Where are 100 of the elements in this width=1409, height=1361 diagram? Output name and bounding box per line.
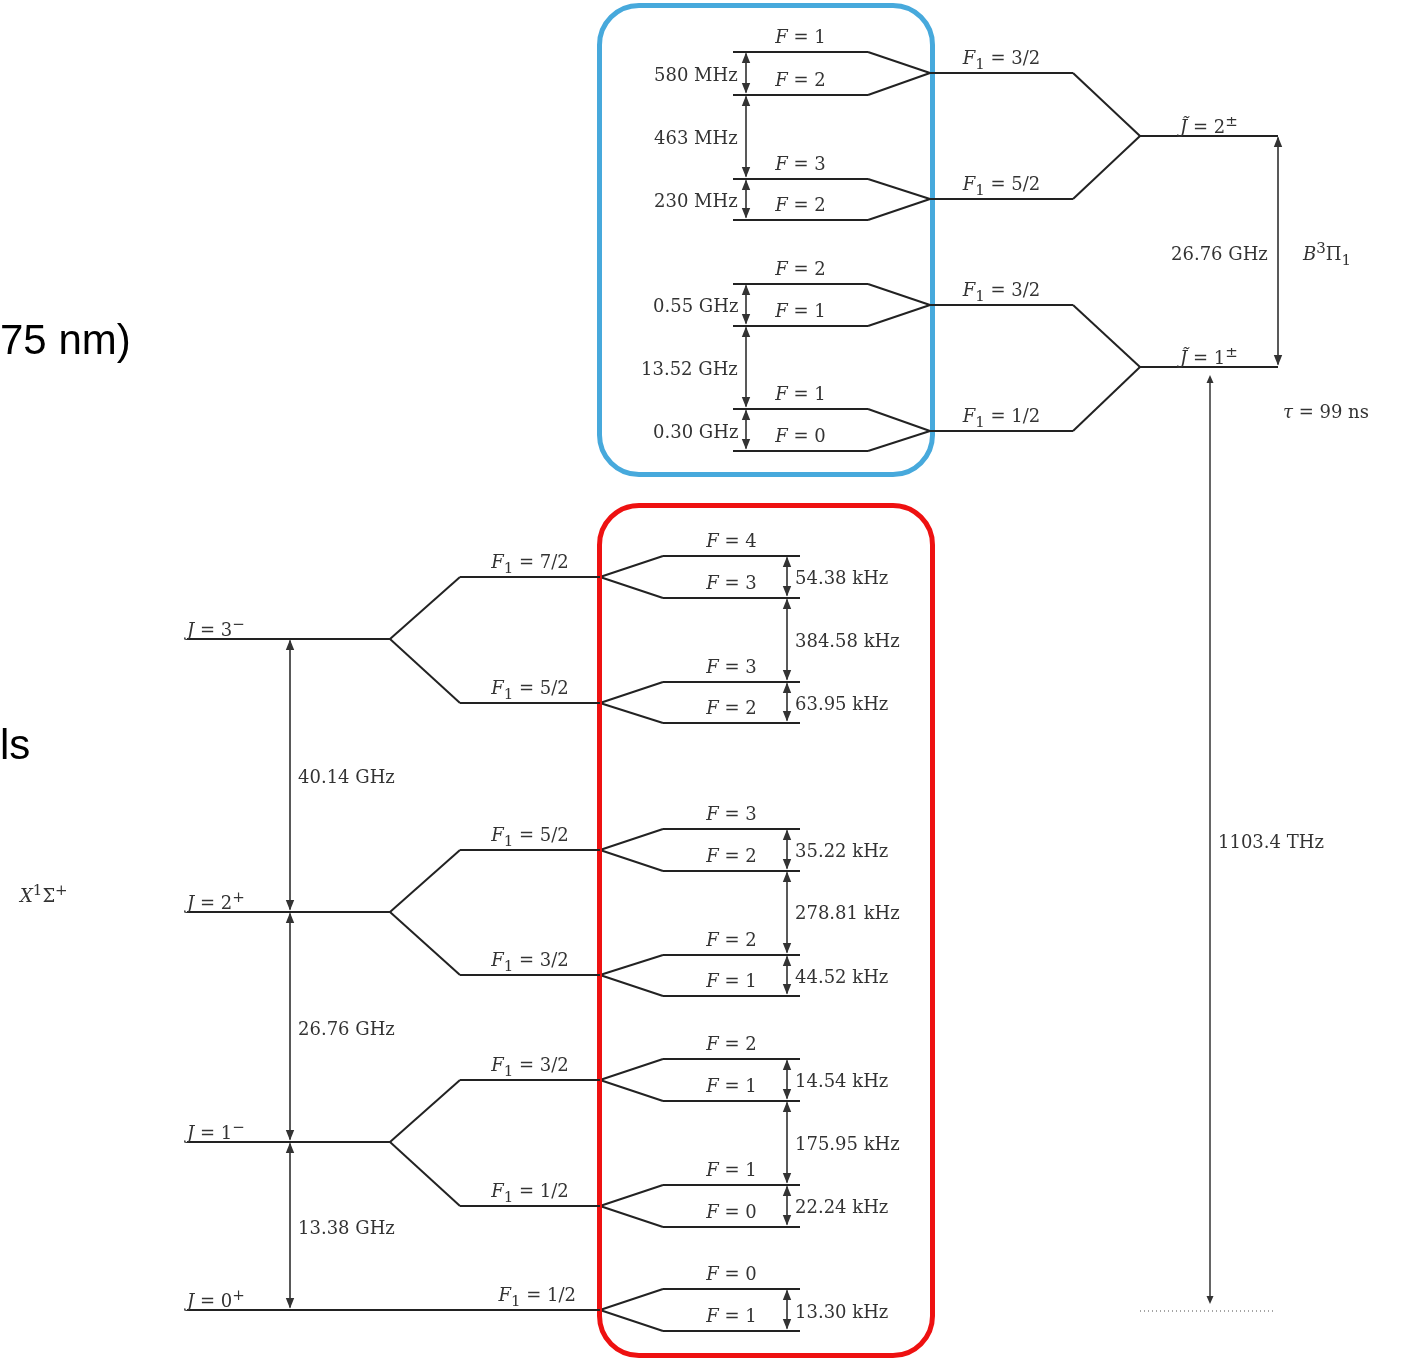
energy-level [930, 174, 1073, 200]
connector-line [389, 911, 461, 976]
connector-line [867, 198, 931, 221]
energy-level [460, 950, 600, 976]
spacing-arrow [782, 1101, 792, 1184]
edge-label: 0.30 GHz [653, 421, 739, 443]
level-label: F$_{1}$ = 1/2 [498, 1285, 576, 1311]
edge-label: 22.24 kHz [795, 1196, 889, 1218]
connector-line [599, 576, 664, 599]
energy-level [663, 804, 800, 830]
connector-line [599, 954, 664, 976]
energy-level [930, 280, 1073, 306]
connector-line [599, 1309, 664, 1332]
edge-label: 175.95 kHz [795, 1133, 900, 1155]
level-label: F = 1 [706, 1160, 757, 1180]
edge-label: 13.52 GHz [641, 358, 738, 380]
level-label: F = 2 [775, 70, 826, 90]
connector-line [599, 974, 664, 997]
level-label: F$_{1}$ = 3/2 [491, 950, 569, 976]
connector-line [1072, 304, 1141, 368]
spacing-arrow [741, 284, 751, 325]
energy-level [733, 154, 868, 180]
edge-label: 463 MHz [654, 127, 738, 149]
energy-level [460, 552, 600, 578]
edge-label: 13.38 GHz [298, 1217, 395, 1239]
connector-line [389, 1141, 461, 1207]
level-label: F = 0 [706, 1264, 757, 1284]
energy-level [460, 678, 600, 704]
level-label: F = 3 [706, 804, 757, 824]
edge-label: 580 MHz [654, 64, 738, 86]
level-label: F = 2 [706, 930, 757, 950]
connector-line [599, 1184, 664, 1207]
connector-line [599, 1288, 664, 1311]
connector-line [1072, 135, 1141, 200]
level-label: F = 2 [706, 1034, 757, 1054]
connector-line [599, 828, 664, 851]
energy-level [460, 1055, 600, 1081]
level-label: F$_{1}$ = 3/2 [491, 1055, 569, 1081]
connector-line [389, 849, 461, 913]
caption-fragment: ls [0, 721, 31, 769]
edge-label: 14.54 kHz [795, 1070, 889, 1092]
level-label: F = 2 [706, 698, 757, 718]
edge-label: 44.52 kHz [795, 966, 889, 988]
level-label: F$_{1}$ = 5/2 [962, 174, 1041, 200]
connector-line [599, 702, 664, 724]
edge-label: 63.95 kHz [795, 693, 889, 715]
edge-label: 384.58 kHz [795, 630, 900, 652]
spacing-arrow [782, 871, 792, 954]
spacing-arrow [782, 1059, 792, 1100]
edge-label: 278.81 kHz [795, 902, 900, 924]
spacing-arrow [1273, 136, 1283, 366]
edge-label: 0.55 GHz [653, 295, 739, 317]
level-label: F$_{1}$ = 5/2 [491, 678, 569, 704]
spacing-arrow [782, 1185, 792, 1226]
level-label: F = 1 [775, 384, 826, 404]
spacing-arrow [741, 52, 751, 94]
spacing-arrow [741, 95, 751, 178]
level-label: F$_{1}$ = 1/2 [491, 1181, 569, 1207]
connector-line [599, 555, 664, 578]
energy-level [663, 1264, 800, 1290]
level-label: F$_{1}$ = 5/2 [491, 825, 569, 851]
spacing-arrow [782, 1289, 792, 1330]
energy-level [733, 384, 868, 410]
level-label: F = 1 [775, 301, 826, 321]
edge-label: 13.30 kHz [795, 1301, 889, 1323]
caption-fragment: 75 nm) [0, 316, 131, 364]
edge-label: 230 MHz [654, 190, 738, 212]
edge-label: 35.22 kHz [795, 840, 889, 862]
level-label: F = 0 [775, 426, 826, 446]
energy-level [663, 531, 800, 557]
level-label: F = 1 [706, 1076, 757, 1096]
connector-line [867, 283, 931, 306]
level-label: F = 3 [706, 573, 757, 593]
spacing-arrow [782, 556, 792, 597]
energy-level [663, 657, 800, 683]
connector-line [389, 638, 461, 704]
level-label: F$_{1}$ = 7/2 [491, 552, 569, 578]
spacing-arrow [782, 955, 792, 995]
energy-level [733, 27, 868, 53]
level-label: F$_{1}$ = 1/2 [962, 406, 1041, 432]
spacing-arrow [741, 326, 751, 408]
connector-line [867, 178, 931, 200]
connector-line [389, 1079, 461, 1143]
connector-line [867, 72, 931, 96]
connector-line [867, 51, 931, 74]
value-label: B$^{3}$Π$_{1}$ [1303, 238, 1352, 271]
level-label: F = 3 [775, 154, 826, 174]
spacing-arrow [285, 1142, 295, 1309]
energy-level [663, 930, 800, 956]
spacing-arrow [741, 179, 751, 219]
level-label: F = 2 [775, 195, 826, 215]
connector-line [389, 576, 461, 640]
edge-label: 26.76 GHz [298, 1018, 395, 1040]
energy-level [733, 259, 868, 285]
energy-level [930, 406, 1073, 432]
connector-line [867, 430, 931, 452]
edge-label: 26.76 GHz [1171, 243, 1268, 265]
edge-label: 40.14 GHz [298, 766, 395, 788]
rounded-frame [597, 503, 935, 1358]
level-label: F = 2 [775, 259, 826, 279]
